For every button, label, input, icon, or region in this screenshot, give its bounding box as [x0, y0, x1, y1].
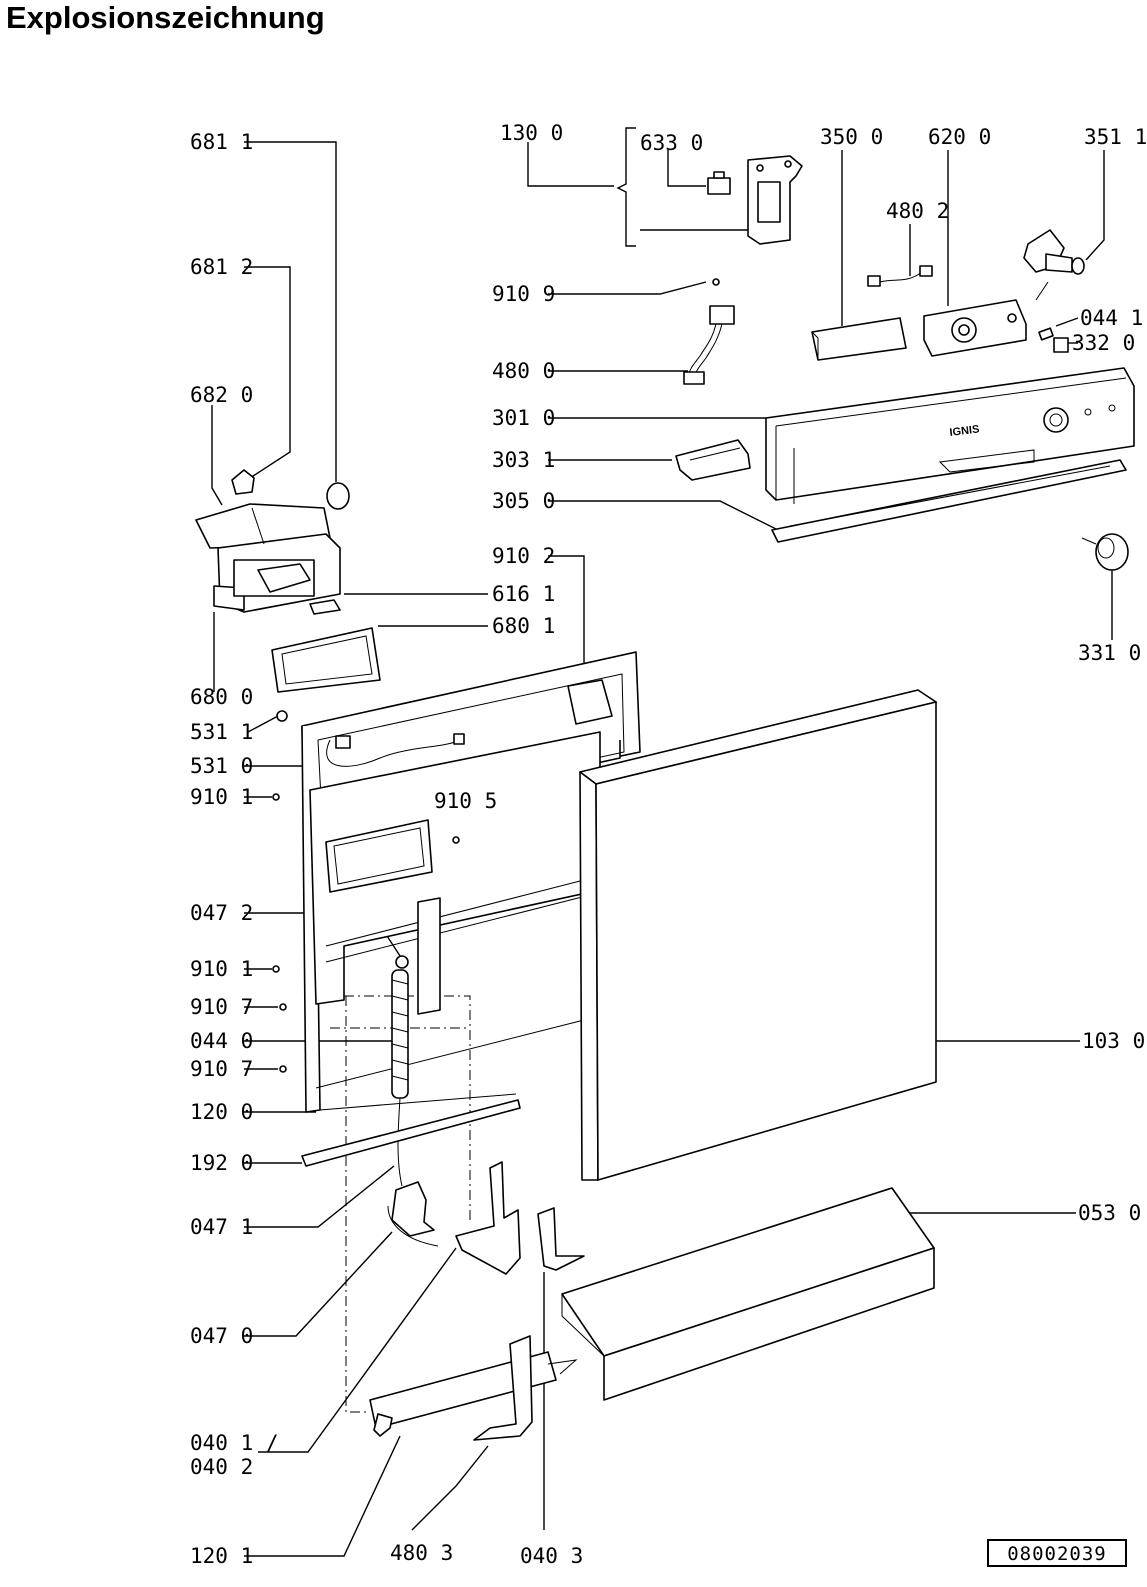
label-9105: 910 5 — [434, 789, 497, 813]
label-1920: 192 0 — [190, 1151, 253, 1175]
label-0402: 040 2 — [190, 1455, 253, 1479]
label-6330: 633 0 — [640, 131, 703, 155]
knob-3310 — [1081, 533, 1129, 571]
wiring-harness-4802 — [867, 265, 933, 287]
handle-3031 — [675, 439, 751, 481]
spring-0441 — [1038, 327, 1054, 341]
label-3320: 332 0 — [1072, 331, 1135, 355]
label-6820: 682 0 — [190, 383, 253, 407]
label-9101-bottom: 910 1 — [190, 957, 253, 981]
label-0471: 047 1 — [190, 1215, 253, 1239]
label-1201: 120 1 — [190, 1544, 253, 1568]
label-0530: 053 0 — [1078, 1201, 1141, 1225]
label-9101-top: 910 1 — [190, 785, 253, 809]
screw-9101-top — [272, 793, 280, 801]
label-0403: 040 3 — [520, 1544, 583, 1568]
door-spring-0440 — [391, 955, 409, 1187]
strip-3050 — [771, 459, 1127, 543]
control-unit-6200 — [923, 299, 1027, 357]
page-title: Explosionszeichnung — [6, 0, 325, 35]
label-6800: 680 0 — [190, 685, 253, 709]
inner-door-1200 — [301, 651, 641, 1113]
clip-6812 — [231, 469, 255, 495]
button-3320 — [1053, 337, 1069, 353]
lower-strip-1201 — [369, 1351, 578, 1437]
label-9109: 910 9 — [492, 282, 555, 306]
label-0441: 044 1 — [1080, 306, 1143, 330]
label-1030: 103 0 — [1082, 1029, 1145, 1053]
control-panel-3010: IGNIS — [765, 367, 1135, 504]
electronic-board-3500 — [811, 317, 907, 361]
kick-plate-0530 — [561, 1187, 935, 1401]
label-3500: 350 0 — [820, 125, 883, 149]
outer-door-1030 — [579, 689, 937, 1181]
label-0470: 047 0 — [190, 1324, 253, 1348]
seal-6801 — [271, 627, 381, 693]
label-3010: 301 0 — [492, 406, 555, 430]
label-9107-bottom: 910 7 — [190, 1057, 253, 1081]
cable-bracket-0471 — [387, 1181, 439, 1247]
label-5310: 531 0 — [190, 754, 253, 778]
part-labels: 681 1 681 2 682 0 680 0 616 1 680 1 531 … — [190, 121, 1147, 1568]
label-3031: 303 1 — [492, 448, 555, 472]
screw-9107-top — [279, 1003, 287, 1011]
screw-9107-bottom — [279, 1065, 287, 1073]
part-6161 — [309, 599, 341, 615]
bracket-4803 — [473, 1335, 533, 1441]
rail-1920 — [301, 1099, 521, 1167]
label-6812: 681 2 — [190, 255, 253, 279]
drawing-number-box: 08002039 — [987, 1539, 1127, 1567]
label-1200: 120 0 — [190, 1100, 253, 1124]
door-lock-part — [747, 155, 803, 245]
label-6811: 681 1 — [190, 130, 253, 154]
label-0440: 044 0 — [190, 1029, 253, 1053]
microswitch-part — [707, 171, 731, 195]
label-3310: 331 0 — [1078, 641, 1141, 665]
label-9107-top: 910 7 — [190, 995, 253, 1019]
label-9102: 910 2 — [492, 544, 555, 568]
label-0401: 040 1 / — [190, 1431, 279, 1455]
selector-3511 — [1023, 229, 1085, 301]
label-6200: 620 0 — [928, 125, 991, 149]
nut-5311 — [276, 710, 288, 722]
screw-9105 — [452, 836, 460, 844]
label-5311: 531 1 — [190, 720, 253, 744]
label-6161: 616 1 — [492, 582, 555, 606]
label-4802: 480 2 — [886, 199, 949, 223]
label-4800: 480 0 — [492, 359, 555, 383]
screw-9101-bottom — [272, 965, 280, 973]
label-1300: 130 0 — [500, 121, 563, 145]
label-0472: 047 2 — [190, 901, 253, 925]
label-6801: 680 1 — [492, 614, 555, 638]
label-3511: 351 1 — [1084, 125, 1147, 149]
bracket-0403 — [537, 1207, 585, 1271]
drawing-number: 08002039 — [1007, 1543, 1107, 1565]
dispenser-6800 — [195, 503, 341, 613]
screw-9109 — [712, 278, 720, 286]
hinge-bracket-0401 — [455, 1161, 521, 1275]
label-3050: 305 0 — [492, 489, 555, 513]
label-4803: 480 3 — [390, 1541, 453, 1565]
wiring-harness-4800 — [683, 305, 735, 385]
brand-logo: IGNIS — [949, 423, 980, 439]
disc-6811 — [326, 482, 350, 510]
